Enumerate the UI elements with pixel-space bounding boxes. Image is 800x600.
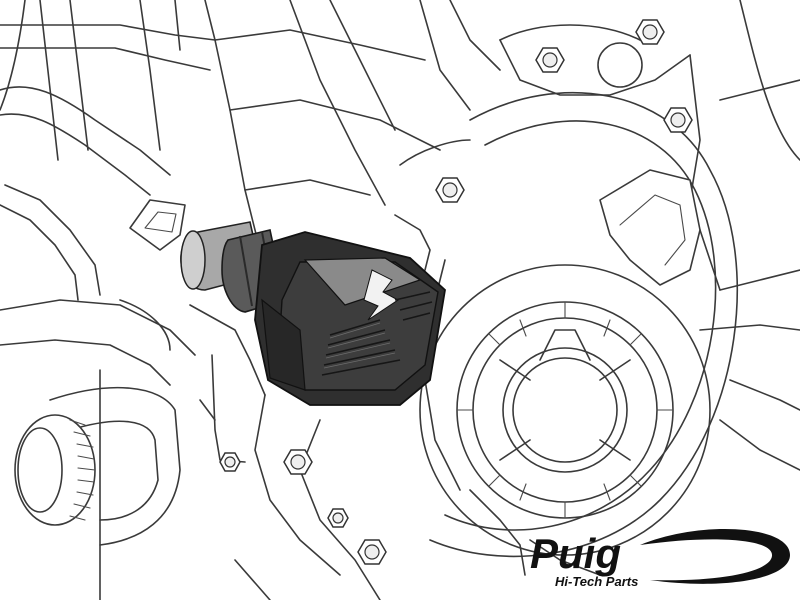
brand-name: Puig <box>530 530 621 577</box>
bolt <box>283 449 313 475</box>
brand-logo: Puig Hi-Tech Parts <box>530 528 790 589</box>
engine-cover <box>394 0 800 576</box>
bolt <box>635 19 665 45</box>
bolt <box>435 177 465 203</box>
frame-clip <box>129 199 186 251</box>
brand-tagline: Hi-Tech Parts <box>555 574 638 589</box>
bolt <box>535 47 565 73</box>
frame-tubes <box>0 0 216 600</box>
bolts <box>219 19 693 565</box>
bolt <box>663 107 693 133</box>
bolt <box>219 452 241 472</box>
logo-swoosh <box>640 528 790 584</box>
bolt <box>357 539 387 565</box>
frame-slider <box>180 221 446 406</box>
knurled-knob <box>14 414 96 526</box>
bolt <box>327 508 349 528</box>
slider-bolt-logo <box>363 269 399 321</box>
